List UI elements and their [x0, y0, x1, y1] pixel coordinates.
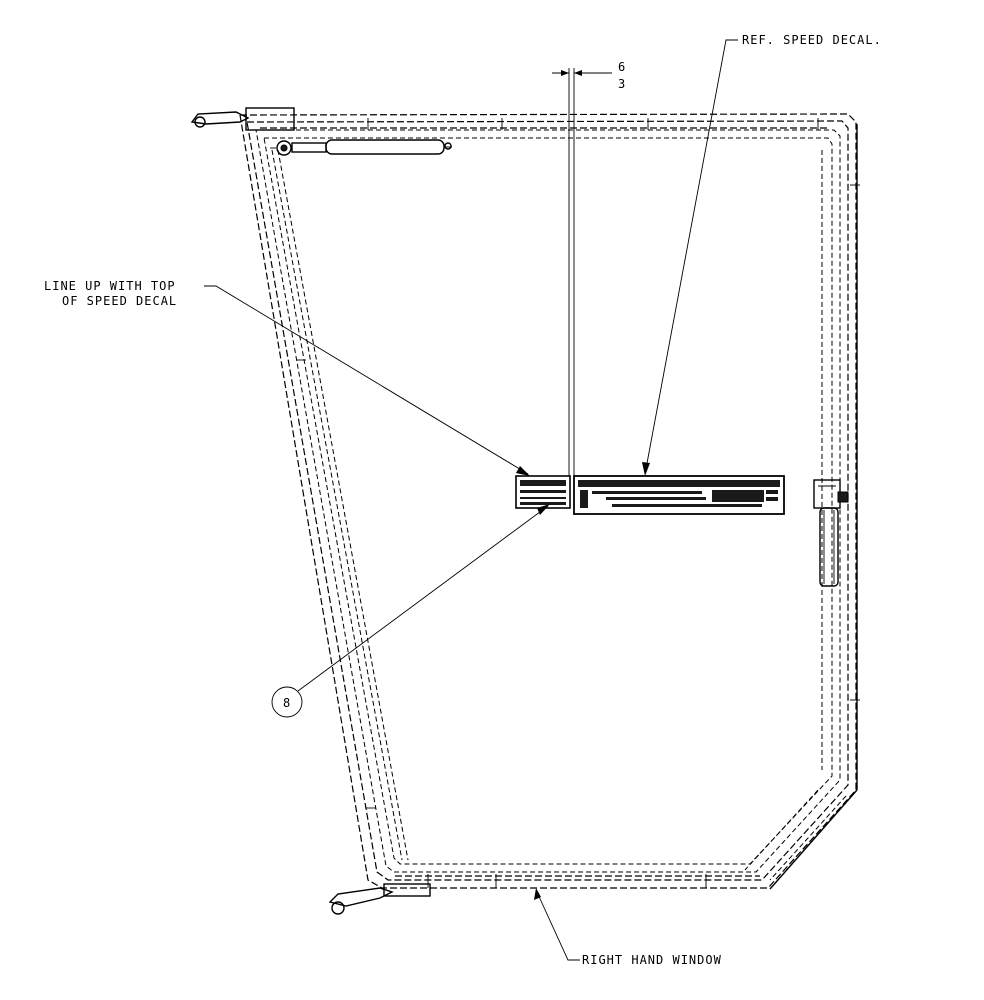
- right-hand-window-label: RIGHT HAND WINDOW: [582, 953, 722, 967]
- bottom-hinge: [328, 883, 431, 915]
- right-hand-window-frame: [239, 113, 860, 890]
- line-up-callout: LINE UP WITH TOP OF SPEED DECAL: [44, 279, 530, 476]
- item-8-balloon: 8: [271, 504, 550, 718]
- ref-speed-decal-callout: REF. SPEED DECAL.: [642, 33, 882, 476]
- line-up-label-line1: LINE UP WITH TOP: [44, 279, 176, 293]
- right-hand-window-callout: RIGHT HAND WINDOW: [534, 888, 722, 967]
- line-up-label-line2: OF SPEED DECAL: [62, 294, 177, 308]
- speed-decal: [573, 475, 785, 515]
- dimension-indicator: 6 3: [552, 60, 625, 476]
- top-hinge: [190, 107, 295, 131]
- dimension-lower-value: 3: [618, 77, 625, 91]
- window-strut: [270, 139, 452, 156]
- dimension-upper-value: 6: [618, 60, 625, 74]
- ref-speed-decal-label: REF. SPEED DECAL.: [742, 33, 882, 47]
- window-latch: [813, 479, 849, 587]
- item-8-decal: [515, 475, 571, 509]
- item-number-label: 8: [283, 696, 290, 710]
